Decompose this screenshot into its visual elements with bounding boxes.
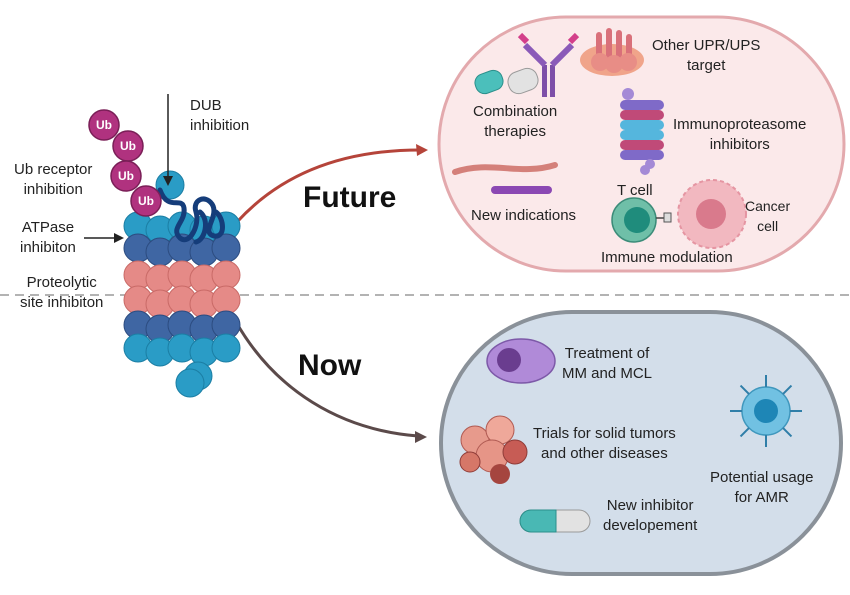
combination-line2: therapies [484,123,546,140]
antibody-spike [782,427,793,438]
plasma-cell-icon [486,338,556,384]
immunoproteasome-icon [620,88,664,175]
proteasome-subunit [211,285,241,315]
ub-receptor-line2: inhibition [23,181,83,198]
proteolytic-line2: site inhibiton [20,294,104,311]
treatment-line1: Treatment of [564,345,650,362]
immunoproteasome-line1: Immunoproteasome [673,116,807,133]
atpase-line1: ATPase [21,219,75,236]
other-upr-ups-target-label: Other UPR/UPS target [652,36,760,76]
proteasome-illustration [123,170,241,398]
atpase-line2: inhibiton [20,239,76,256]
dub-label-line1: DUB [190,97,222,114]
future-arrow [235,144,428,224]
now-arrow [234,321,427,443]
proteasome-subunit [211,260,241,290]
capsule-icon [519,509,591,533]
ub-label: Ub [138,194,154,208]
new-inhibitor-development-label: New inhibitor developement [603,496,697,536]
new-indications-cells-icon [452,162,558,194]
polypeptide-chain [157,187,225,245]
other-target-line1: Other UPR/UPS [652,37,761,54]
atpase-arrow [84,233,124,243]
antibody-spike [782,384,793,395]
dub-label-line2: inhibition [190,117,250,134]
antibody-spike [739,427,750,438]
immune-modulation-label: Immune modulation [601,249,733,266]
ub-receptor-inhibition-label: Ub receptor inhibition [14,160,92,200]
immunoproteasome-inhibitors-label: Immunoproteasome inhibitors [673,115,806,155]
treatment-mm-mcl-label: Treatment of MM and MCL [562,344,652,384]
ub-label: Ub [118,169,134,183]
amr-line2: for AMR [734,489,789,506]
trials-line2: and other diseases [541,445,668,462]
treatment-line2: MM and MCL [562,365,653,382]
combination-therapies-label: Combination therapies [473,102,557,142]
proteolytic-site-inhibition-label: Proteolytic site inhibiton [20,273,103,313]
new-inhibitor-line1: New inhibitor [606,497,694,514]
upr-ups-target-icon [580,28,644,76]
ub-receptor-line1: Ub receptor [14,161,93,178]
tumor-cells-icon [459,415,528,484]
ub-label: Ub [120,139,136,153]
trials-solid-tumors-label: Trials for solid tumors and other diseas… [533,424,676,464]
now-title: Now [298,349,362,382]
combination-line1: Combination [473,103,558,120]
capsule-pieces-icon [474,67,539,95]
ubiquitin-chain [88,109,162,217]
dub-arrow [163,94,173,186]
ub-label: Ub [96,118,112,132]
b-cell-antibody-icon [730,375,802,447]
antibody-icon [517,32,580,97]
future-title: Future [303,181,397,214]
cancer-line2: cell [757,218,779,234]
amr-line1: Potential usage [710,469,814,486]
new-inhibitor-line2: developement [603,517,698,534]
t-cell-label: T cell [617,182,653,199]
immunoproteasome-line2: inhibitors [709,136,770,153]
proteasome-subunit [211,333,241,363]
antibody-spike [739,384,750,395]
dub-inhibition-label: DUB inhibition [190,96,249,136]
atpase-inhibition-label: ATPase inhibiton [20,218,76,258]
new-indications-label: New indications [471,207,577,224]
potential-usage-amr-label: Potential usage for AMR [710,468,813,508]
cancer-cell-icon [677,179,747,249]
t-cell-icon [611,197,672,243]
cancer-line1: Cancer [745,198,791,214]
trials-line1: Trials for solid tumors [533,425,676,442]
proteolytic-line1: Proteolytic [26,274,97,291]
cancer-cell-label: Cancer cell [745,196,790,236]
other-target-line2: target [687,57,726,74]
